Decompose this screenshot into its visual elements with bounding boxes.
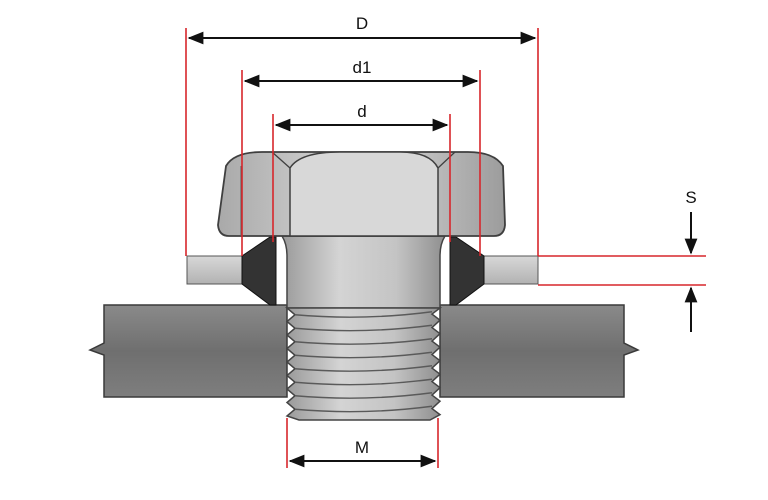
washer-wedge-right: [449, 236, 485, 306]
washer-ring-right: [483, 255, 539, 285]
bolt-thread: [284, 307, 443, 421]
thread-crest-line: [294, 378, 433, 386]
label-S: S: [685, 188, 696, 207]
bolt-shank: [280, 235, 447, 309]
hex-head-chamfer-left: [271, 151, 291, 169]
thread-crest-line: [294, 311, 433, 318]
thread-crest-line: [294, 324, 433, 332]
dimension-arrows: [187, 31, 698, 468]
label-D: D: [356, 14, 368, 33]
plate: [88, 304, 640, 398]
thread-crest-line: [294, 351, 433, 359]
hex-head-chamfer-right: [437, 151, 456, 169]
plate-left: [88, 304, 288, 398]
thread-crest-line: [294, 405, 433, 413]
dimension-labels: D d1 d S M: [353, 14, 697, 457]
label-d: d: [357, 102, 366, 121]
label-d1: d1: [353, 58, 372, 77]
thread-crest-line: [294, 392, 433, 399]
reference-lines: [185, 28, 706, 468]
label-M: M: [355, 438, 369, 457]
plate-right: [439, 304, 640, 398]
bolt: [280, 235, 447, 421]
thread-crest-line: [294, 338, 433, 345]
washer-ring-left: [186, 255, 243, 285]
washer: [186, 236, 539, 306]
bolt-head: [217, 151, 506, 237]
thread-body: [284, 307, 443, 421]
washer-wedge-left: [241, 236, 277, 306]
hex-head-center-face: [289, 151, 439, 237]
thread-crest-line: [294, 365, 433, 372]
